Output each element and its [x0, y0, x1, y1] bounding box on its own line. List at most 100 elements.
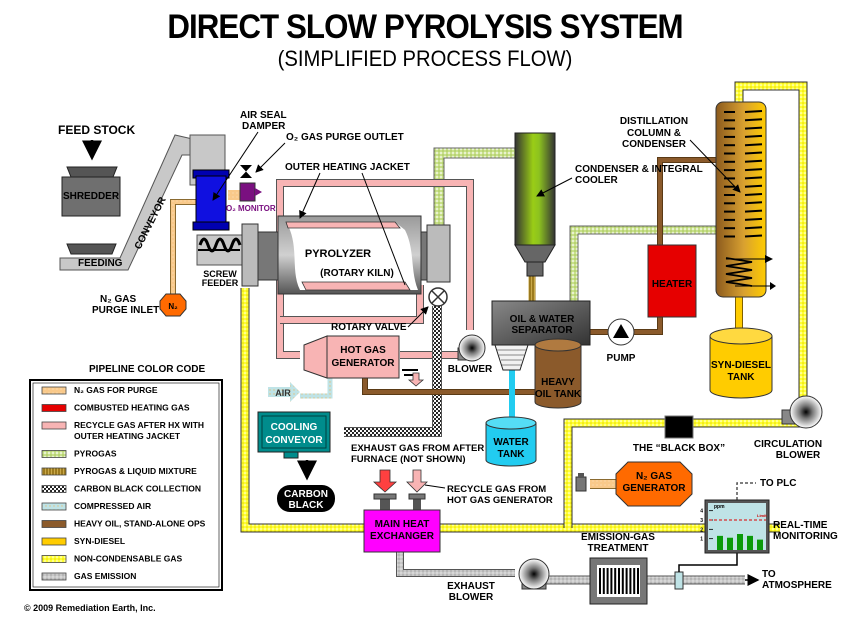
emission-label-1: EMISSION-GAS	[581, 532, 655, 543]
carbon-label-1: CARBON	[284, 489, 328, 500]
pipe-non-condensable-gas	[240, 81, 808, 533]
n2gen-label-2: GENERATOR	[623, 483, 687, 494]
monitor-tick-label: 1	[700, 537, 703, 543]
monitor-unit-label: ppm	[714, 504, 725, 510]
feed-stock-label: FEED STOCK	[58, 123, 135, 137]
hot-gas-generator: HOT GAS GENERATOR	[303, 335, 400, 379]
shredder: SHREDDER	[61, 166, 121, 217]
heavy-oil-label-1: HEAVY	[541, 377, 575, 388]
rotary-valve	[428, 287, 448, 307]
legend-item: COMPRESSED AIR	[41, 501, 151, 511]
o2-purge-outlet-label: O₂ GAS PURGE OUTLET	[286, 132, 404, 143]
oil-water-separator: OIL & WATER SEPARATOR	[491, 300, 591, 371]
page-subtitle: (SIMPLIFIED PROCESS FLOW)	[277, 46, 573, 71]
emission-gas-treatment: EMISSION-GAS TREATMENT	[581, 532, 655, 605]
legend-box	[29, 379, 223, 591]
condenser-label-1: CONDENSER & INTEGRAL	[575, 164, 703, 175]
pipe-gas-emission	[396, 543, 745, 585]
air-seal-damper	[192, 169, 230, 231]
hx-label-2: EXCHANGER	[370, 531, 435, 542]
copyright: © 2009 Remediation Earth, Inc.	[24, 603, 156, 613]
legend-label: OUTER HEATING JACKET	[74, 431, 181, 441]
heater: HEATER	[647, 244, 697, 318]
monitor-limit-label: Limit	[757, 513, 767, 518]
to-atmosphere-label-1: TO	[762, 569, 776, 580]
legend-swatch	[41, 572, 67, 581]
n2-badge-label: N₂	[168, 302, 178, 311]
legend-label: NON-CONDENSABLE GAS	[74, 554, 182, 564]
page-title: DIRECT SLOW PYROLYSIS SYSTEM	[167, 8, 683, 46]
pyrolyzer: PYROLYZER (ROTARY KILN)	[241, 215, 451, 295]
heavy-oil-tank: HEAVY OIL TANK	[534, 338, 582, 409]
cooling-label-2: CONVEYOR	[265, 435, 323, 446]
rotary-kiln-label: (ROTARY KILN)	[320, 268, 394, 279]
legend-label: GAS EMISSION	[74, 571, 136, 581]
legend-swatch	[41, 421, 67, 430]
legend-swatch	[41, 502, 67, 511]
rotary-valve-label: ROTARY VALVE	[331, 322, 407, 333]
legend-label: PYROGAS	[74, 449, 117, 459]
air-inlet: AIR	[268, 382, 300, 402]
shredder-label: SHREDDER	[63, 191, 120, 202]
legend-label: RECYCLE GAS AFTER HX WITH	[74, 420, 204, 430]
screw-feeder-label-1: SCREW	[203, 269, 237, 279]
monitor-tick-label: 4	[700, 509, 703, 515]
exhaust-blower-label-1: EXHAUST	[447, 581, 495, 592]
monitor-bar	[757, 539, 763, 550]
condenser-label-2: COOLER	[575, 175, 619, 186]
legend-item: SYN-DIESEL	[41, 536, 125, 546]
legend-label: COMPRESSED AIR	[74, 501, 151, 511]
pump: PUMP	[607, 318, 636, 364]
legend-swatch	[41, 520, 67, 528]
cooling-label-1: COOLING	[271, 422, 318, 433]
heavy-oil-label-2: OIL TANK	[535, 389, 582, 400]
legend-swatch	[41, 386, 67, 395]
legend-item: PYROGAS & LIQUID MIXTURE	[41, 466, 197, 476]
legend-item: CARBON BLACK COLLECTION	[41, 484, 201, 494]
distillation-column	[715, 101, 776, 298]
n2gen-label-1: N₂ GAS	[636, 471, 672, 482]
n2-gas-generator: N₂ GAS GENERATOR	[575, 461, 693, 507]
legend-label: HEAVY OIL, STAND-ALONE OPS	[74, 519, 206, 529]
n2-inlet-label-2: PURGE INLET	[92, 305, 159, 316]
cooling-conveyor: COOLING CONVEYOR	[257, 411, 331, 459]
circulation-label-2: BLOWER	[776, 450, 821, 461]
legend-item: NON-CONDENSABLE GAS	[41, 554, 182, 564]
legend-label: COMBUSTED HEATING GAS	[74, 403, 190, 413]
condenser	[514, 132, 556, 277]
water-tank-label-2: TANK	[497, 449, 525, 460]
exhaust-from-label-1: EXHAUST GAS FROM AFTER	[351, 443, 484, 454]
recycle-from-label-2: HOT GAS GENERATOR	[447, 495, 553, 506]
exhaust-blower: EXHAUST BLOWER	[447, 558, 550, 603]
emission-label-2: TREATMENT	[588, 543, 649, 554]
blower: BLOWER	[448, 334, 493, 375]
legend-swatch	[41, 485, 67, 493]
sensor-probe	[674, 571, 684, 590]
screw-feeder: SCREW FEEDER	[196, 234, 243, 288]
exhaust-from-label-2: FURNACE (NOT SHOWN)	[351, 454, 466, 465]
syn-diesel-tank: SYN-DIESEL TANK	[709, 327, 773, 399]
recycle-in-arrow-icon	[406, 469, 428, 493]
carbon-label-2: BLACK	[289, 500, 325, 511]
air-seal-label-1: AIR SEAL	[240, 110, 287, 121]
main-heat-exchanger: MAIN HEAT EXCHANGER	[363, 493, 441, 553]
monitor-tick-label: 3	[700, 518, 703, 524]
exhaust-blower-label-2: BLOWER	[449, 592, 494, 603]
monitor-bar	[737, 534, 743, 550]
circulation-blower: CIRCULATION BLOWER	[754, 395, 823, 461]
legend-item: GAS EMISSION	[41, 571, 136, 581]
feeding-label: FEEDING	[78, 258, 123, 269]
circulation-label-1: CIRCULATION	[754, 439, 822, 450]
distillation-label-2: COLUMN &	[627, 128, 681, 139]
exhaust-in-arrow-icon	[372, 469, 398, 493]
hot-gas-label-2: GENERATOR	[332, 358, 396, 369]
legend-label: N₂ GAS FOR PURGE	[74, 385, 158, 395]
pipe-compressed-air	[300, 378, 333, 399]
legend-label: PYROGAS & LIQUID MIXTURE	[74, 466, 197, 476]
legend-item: PYROGAS	[41, 449, 117, 459]
pump-label: PUMP	[607, 353, 636, 364]
monitor-tick-label: 2	[700, 527, 703, 533]
pipe-pyrogas	[433, 147, 718, 302]
